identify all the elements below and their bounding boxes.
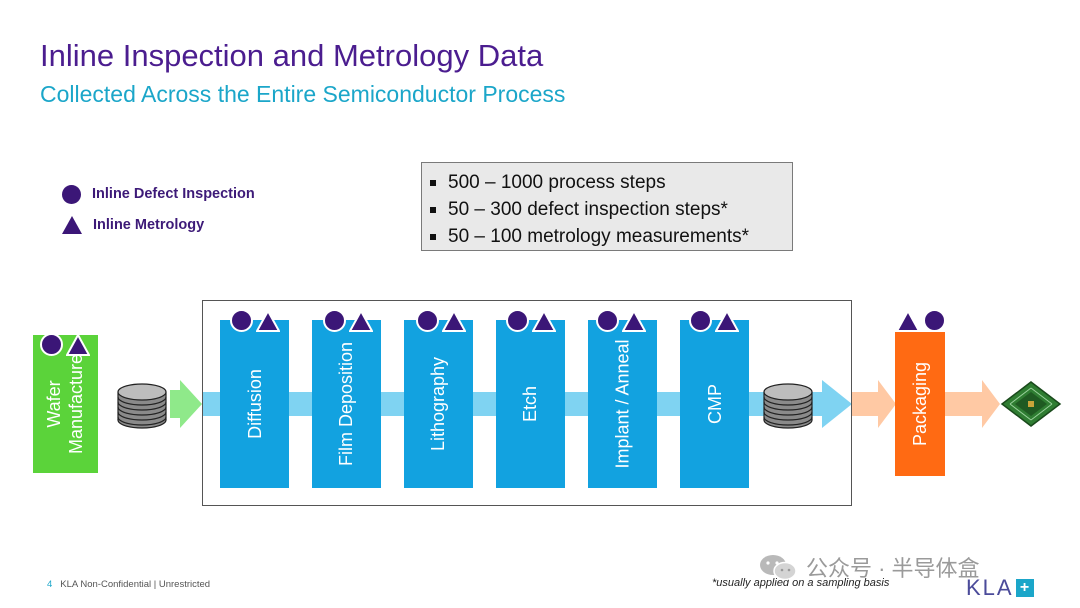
triangle-icon: [622, 309, 646, 332]
page-number: 4: [47, 579, 53, 590]
flow-arrow-orange-1: [852, 380, 896, 428]
wafer-stack-icon: [763, 383, 813, 429]
watermark-text: 公众号 · 半导体盒: [806, 556, 980, 581]
step-etch: Etch: [496, 320, 565, 488]
step-label: Diffusion: [244, 369, 265, 439]
wechat-icon: [760, 555, 797, 581]
chip-icon: [1000, 381, 1062, 427]
flow-arrow-green: [170, 380, 202, 428]
circle-icon: [596, 309, 619, 332]
step-markers: [416, 309, 466, 332]
flow-arrow-orange-2: [944, 380, 1000, 428]
triangle-icon: [349, 309, 373, 332]
kla-logo: KLA +: [966, 575, 1034, 601]
legend-metrology: Inline Metrology: [62, 213, 204, 237]
wafer-label-line1: Wafer: [44, 380, 65, 428]
logo-text: KLA: [966, 575, 1014, 600]
step-markers: [596, 309, 646, 332]
step-markers: [689, 309, 739, 332]
step-label: Implant / Anneal: [612, 339, 633, 469]
page-subtitle: Collected Across the Entire Semiconducto…: [40, 81, 566, 107]
triangle-icon: [896, 309, 920, 332]
bullet-icon: [430, 206, 436, 213]
circle-icon: [506, 309, 529, 332]
circle-icon: [40, 333, 63, 356]
page-title: Inline Inspection and Metrology Data: [40, 38, 544, 73]
fab-process-box: [202, 300, 852, 506]
triangle-icon: [532, 309, 556, 332]
circle-icon: [689, 309, 712, 332]
legend-defect: Inline Defect Inspection: [62, 182, 255, 206]
step-diffusion: Diffusion: [220, 320, 289, 488]
step-label: Etch: [520, 385, 541, 423]
circle-icon: [416, 309, 439, 332]
step-cmp: CMP: [680, 320, 749, 488]
step-film-deposition: Film Deposition: [312, 320, 381, 488]
step-markers: [506, 309, 556, 332]
triangle-icon: [442, 309, 466, 332]
circle-icon: [230, 309, 253, 332]
info-item: 50 – 100 metrology measurements*: [428, 223, 792, 250]
triangle-icon: [256, 309, 280, 332]
packaging-label: Packaging: [910, 361, 930, 447]
logo-plus: +: [1015, 579, 1034, 597]
step-implant-anneal: Implant / Anneal: [588, 320, 657, 488]
circle-icon: [62, 184, 81, 204]
step-label: CMP: [704, 384, 725, 424]
packaging-markers: [896, 309, 946, 332]
triangle-icon: [66, 333, 90, 356]
wafer-manufacture-box: Wafer Manufacture: [33, 335, 98, 473]
wafer-stack-icon: [117, 383, 167, 429]
triangle-icon: [62, 216, 82, 234]
triangle-icon: [715, 309, 739, 332]
wafer-label-line2: Manufacture: [66, 353, 87, 455]
footnote: *usually applied on a sampling basis: [712, 577, 890, 589]
circle-icon: [323, 309, 346, 332]
step-markers: [230, 309, 280, 332]
bullet-icon: [430, 179, 436, 186]
packaging-box: Packaging: [895, 332, 945, 476]
circle-icon: [923, 309, 946, 332]
info-item: 50 – 300 defect inspection steps*: [428, 196, 792, 223]
info-box: 500 – 1000 process steps 50 – 300 defect…: [421, 162, 793, 251]
step-lithography: Lithography: [404, 320, 473, 488]
step-markers: [323, 309, 373, 332]
watermark: 公众号 · 半导体盒: [758, 551, 980, 583]
bullet-icon: [430, 233, 436, 240]
wafer-markers: [40, 333, 90, 356]
legend-defect-label: Inline Defect Inspection: [92, 186, 255, 202]
flow-arrow-blue: [822, 380, 852, 428]
step-label: Lithography: [428, 356, 449, 452]
step-label: Film Deposition: [336, 341, 357, 467]
legend-metrology-label: Inline Metrology: [93, 217, 205, 233]
info-item: 500 – 1000 process steps: [428, 169, 792, 196]
